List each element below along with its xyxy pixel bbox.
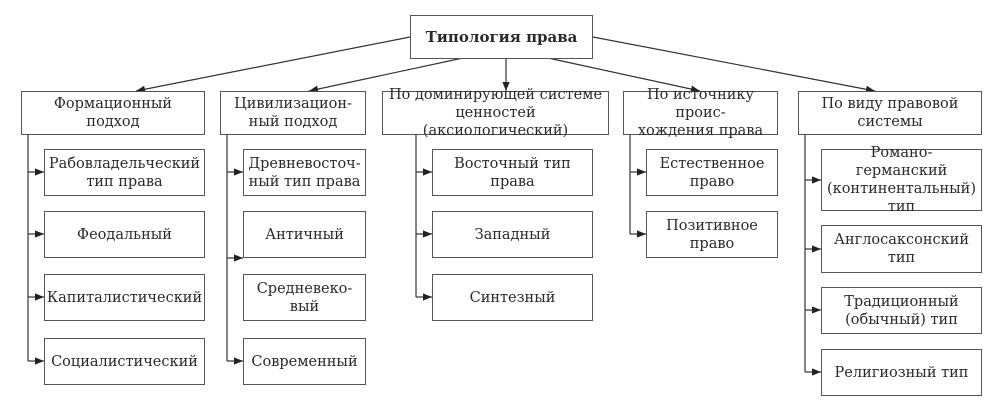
branch-axiological-2-arrowhead-icon <box>423 293 432 301</box>
branch-legal-system-1-arrowhead-icon <box>812 245 821 253</box>
category-civilizational: Цивилизацион- ный подход <box>220 91 366 135</box>
branch-source-1-arrowhead-icon <box>637 230 646 238</box>
edge-root-civilizational-line <box>308 57 464 92</box>
branch-formational-3-arrowhead-icon <box>35 357 44 365</box>
child-synthetic: Синтезный <box>432 274 593 321</box>
child-traditional: Традиционный (обычный) тип <box>821 287 982 334</box>
branch-legal-system-3-arrowhead-icon <box>812 368 821 376</box>
edge-root-source-arrowhead-icon <box>690 85 700 93</box>
child-anglo-saxon: Англосаксонский тип <box>821 225 982 273</box>
child-slave-owning: Рабовладельческий тип права <box>44 149 205 196</box>
child-eastern-type: Восточный тип права <box>432 149 593 196</box>
branch-civilizational-2-arrowhead-icon <box>234 357 243 365</box>
branch-legal-system-2-arrowhead-icon <box>812 306 821 314</box>
category-legal-system: По виду правовой системы <box>798 91 982 135</box>
category-formational: Формационный подход <box>21 91 205 135</box>
category-source-origin: По источнику проис- хождения права <box>623 87 778 139</box>
root-node: Типология права <box>410 15 593 59</box>
child-medieval: Средневеко- вый <box>243 274 366 321</box>
edge-root-axiological-arrowhead-icon <box>502 82 510 91</box>
branch-source-0-arrowhead-icon <box>637 168 646 176</box>
child-religious: Религиозный тип <box>821 349 982 396</box>
category-axiological: По доминирующей системе ценностей (аксио… <box>382 87 609 139</box>
child-ancient-eastern: Древневосточ- ный тип права <box>243 149 366 196</box>
branch-axiological-0-arrowhead-icon <box>423 168 432 176</box>
branch-formational-2-arrowhead-icon <box>35 293 44 301</box>
branch-legal-system-0-arrowhead-icon <box>812 176 821 184</box>
edge-root-formational-line <box>135 36 411 92</box>
child-natural-law: Естественное право <box>646 149 778 196</box>
branch-civilizational-1-arrowhead-icon <box>234 254 243 262</box>
child-antique: Античный <box>243 211 366 258</box>
edge-root-civilizational-arrowhead-icon <box>309 85 319 93</box>
edge-root-source-line <box>547 57 701 92</box>
child-capitalist: Капиталистический <box>44 274 205 321</box>
branch-civilizational-0-arrowhead-icon <box>234 168 243 176</box>
branch-formational-1-arrowhead-icon <box>35 230 44 238</box>
child-western: Западный <box>432 211 593 258</box>
child-romano-germanic: Романо-германский (континентальный) тип <box>821 145 982 215</box>
edge-root-legal-system-line <box>592 36 876 92</box>
child-feudal: Феодальный <box>44 211 205 258</box>
branch-axiological-1-arrowhead-icon <box>423 230 432 238</box>
child-socialist: Социалистический <box>44 338 205 385</box>
child-positive-law: Позитивное право <box>646 211 778 258</box>
branch-formational-0-arrowhead-icon <box>35 168 44 176</box>
child-modern: Современный <box>243 338 366 385</box>
